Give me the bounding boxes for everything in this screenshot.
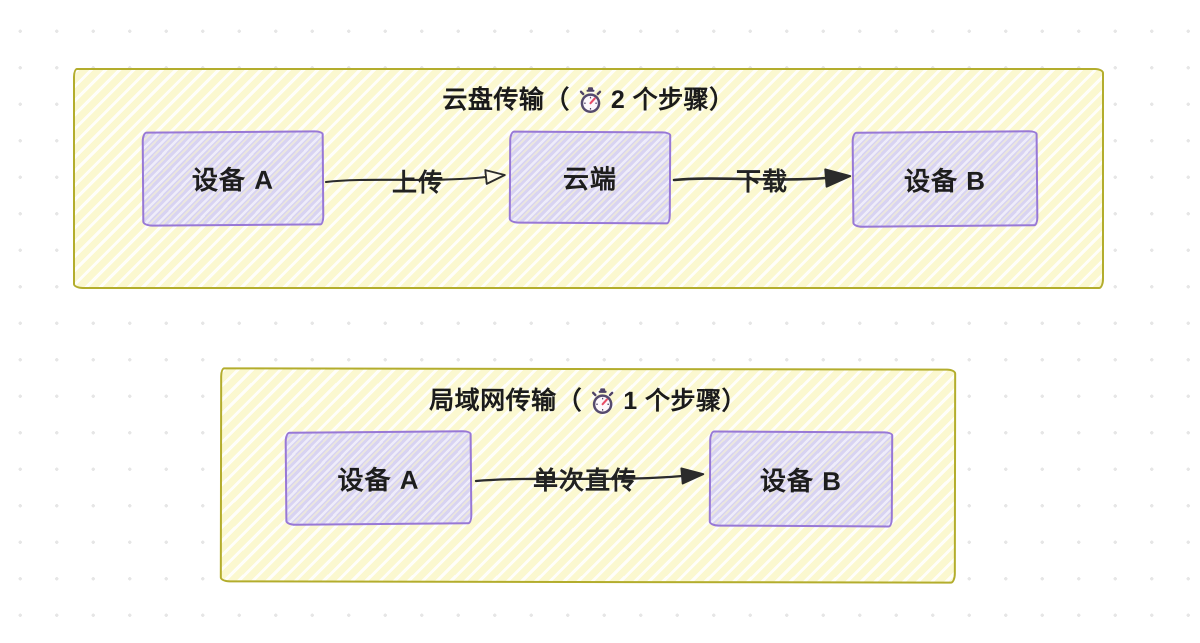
node-label: 云端 bbox=[562, 163, 618, 195]
edge-label-download[interactable]: 下载 bbox=[735, 168, 789, 196]
node-device-b-lan[interactable]: 设备 B bbox=[708, 430, 894, 528]
stopwatch-emoji bbox=[578, 86, 603, 114]
lan-transfer-panel[interactable]: 局域网传输（ 1 个步骤） bbox=[219, 367, 957, 584]
node-device-b-cloud[interactable]: 设备 B bbox=[851, 130, 1039, 228]
lan-panel-title[interactable]: 局域网传输（ 1 个步骤） bbox=[222, 380, 954, 417]
node-label: 设备 B bbox=[903, 165, 987, 196]
lan-panel-title-prefix: 局域网传输（ bbox=[429, 386, 583, 415]
cloud-panel-title-steps: 2 个步骤） bbox=[610, 86, 735, 114]
node-device-a-lan[interactable]: 设备 A bbox=[284, 430, 473, 526]
node-label: 设备 A bbox=[337, 464, 420, 495]
edge-label-direct-transfer[interactable]: 单次直传 bbox=[532, 467, 638, 495]
node-label: 设备 A bbox=[191, 164, 275, 196]
lan-panel-title-steps: 1 个步骤） bbox=[623, 387, 748, 416]
node-label: 设备 B bbox=[759, 465, 843, 496]
node-device-a-cloud[interactable]: 设备 A bbox=[141, 130, 325, 227]
cloud-panel-title-prefix: 云盘传输（ bbox=[442, 86, 570, 114]
node-cloud-server[interactable]: 云端 bbox=[508, 130, 672, 225]
edge-label-upload[interactable]: 上传 bbox=[391, 169, 445, 197]
stopwatch-emoji bbox=[590, 387, 615, 415]
cloud-panel-title[interactable]: 云盘传输（ 2 个步骤） bbox=[75, 80, 1102, 116]
